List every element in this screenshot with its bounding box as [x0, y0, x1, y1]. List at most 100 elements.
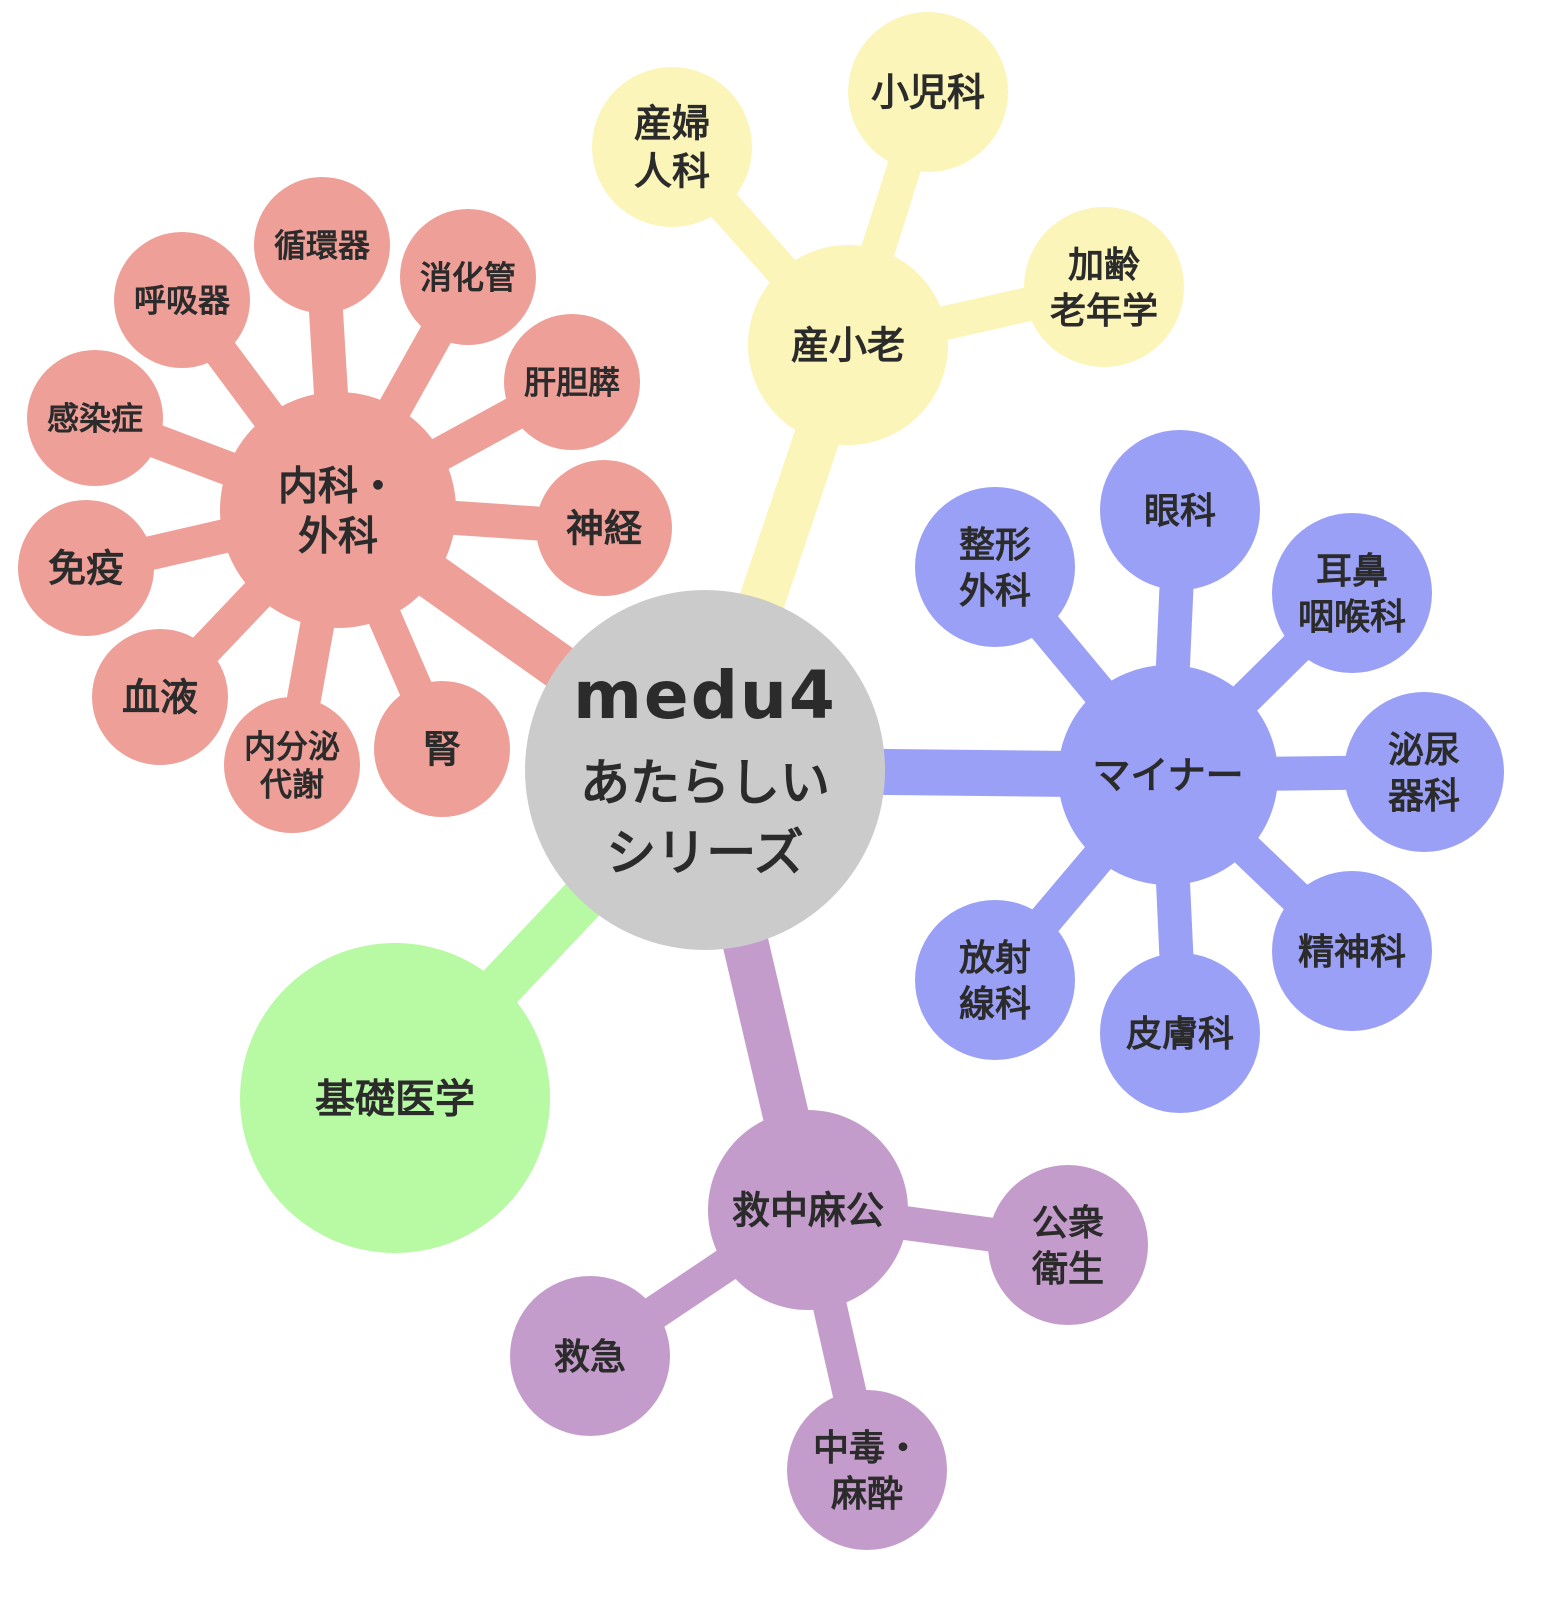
- hub-minor-label: マイナー: [1092, 754, 1243, 798]
- hub-sanshoro-circle: [748, 245, 948, 445]
- leaf-kyuchu-3[interactable]: 中毒・麻酔: [787, 1390, 947, 1550]
- hub-kiso-label: 基礎医学: [315, 1076, 475, 1122]
- leaf-kyuchu-1-label-1: 公衆: [1032, 1203, 1104, 1244]
- leaf-sanshoro-1-label-2: 人科: [634, 150, 710, 194]
- leaf-naika-3[interactable]: 消化管: [400, 209, 536, 345]
- leaf-minor-3-circle: [1272, 513, 1432, 673]
- hub-minor[interactable]: マイナー: [1058, 665, 1278, 885]
- hub-sanshoro[interactable]: 産小老: [748, 245, 948, 445]
- leaf-minor-3-label-2: 咽喉科: [1298, 597, 1406, 638]
- hub-naika-label-1: 内科・: [278, 463, 398, 509]
- leaf-minor-3-label-1: 耳鼻: [1316, 551, 1388, 592]
- leaf-minor-4-label-2: 器科: [1388, 776, 1460, 817]
- leaf-kyuchu-1-circle: [988, 1165, 1148, 1325]
- hub-sanshoro-label: 産小老: [791, 324, 905, 368]
- leaf-minor-7-label-2: 線科: [959, 984, 1031, 1025]
- leaf-minor-2-label: 眼科: [1144, 491, 1216, 532]
- leaf-minor-1-label-1: 整形: [959, 525, 1031, 566]
- hub-minor-circle: [1058, 665, 1278, 885]
- hub-kyuchu-label: 救中麻公: [732, 1189, 884, 1233]
- leaf-sanshoro-2-label: 小児科: [871, 71, 985, 115]
- leaf-naika-1[interactable]: 循環器: [254, 177, 390, 313]
- hub-kyuchu-circle: [708, 1110, 908, 1310]
- leaf-sanshoro-3-circle: [1024, 207, 1184, 367]
- leaf-minor-5-label: 精神科: [1298, 932, 1406, 973]
- leaf-kyuchu-3-label-1: 中毒・: [813, 1428, 921, 1469]
- leaf-minor-2[interactable]: 眼科: [1100, 430, 1260, 590]
- leaf-minor-7-label-1: 放射: [959, 938, 1031, 979]
- leaf-minor-6-circle: [1100, 953, 1260, 1113]
- hub-naika[interactable]: 内科・外科: [220, 392, 456, 628]
- center-label-2: シリーズ: [606, 824, 804, 882]
- center-node-circle: [525, 590, 885, 950]
- leaf-naika-9-label-1: 内分泌: [244, 728, 340, 766]
- leaf-naika-10[interactable]: 腎: [374, 681, 510, 817]
- leaf-minor-1-label-2: 外科: [959, 571, 1031, 612]
- leaf-naika-9-label-2: 代謝: [259, 766, 324, 804]
- leaf-kyuchu-2-label: 救急: [554, 1337, 626, 1378]
- leaf-kyuchu-3-label-2: 麻酔: [831, 1474, 903, 1515]
- leaf-minor-6[interactable]: 皮膚科: [1100, 953, 1260, 1113]
- leaf-naika-1-circle: [254, 177, 390, 313]
- center-label-1: あたらしい: [580, 754, 830, 812]
- node-layer: medu4あたらしいシリーズ内科・外科産小老マイナー救中麻公基礎医学循環器呼吸器…: [18, 12, 1504, 1550]
- leaf-naika-6-circle: [536, 460, 672, 596]
- leaf-naika-6-label: 神経: [566, 507, 643, 551]
- leaf-naika-6[interactable]: 神経: [536, 460, 672, 596]
- leaf-minor-6-label: 皮膚科: [1126, 1014, 1234, 1055]
- leaf-minor-4-circle: [1344, 692, 1504, 852]
- leaf-naika-8-label: 血液: [122, 676, 198, 720]
- leaf-naika-9-circle: [224, 697, 360, 833]
- leaf-naika-2[interactable]: 呼吸器: [114, 232, 250, 368]
- leaf-minor-1-circle: [915, 487, 1075, 647]
- leaf-naika-3-label: 消化管: [420, 259, 516, 297]
- hub-kyuchu[interactable]: 救中麻公: [708, 1110, 908, 1310]
- leaf-naika-1-label: 循環器: [274, 227, 371, 265]
- leaf-naika-10-circle: [374, 681, 510, 817]
- leaf-sanshoro-2-circle: [848, 12, 1008, 172]
- leaf-minor-2-circle: [1100, 430, 1260, 590]
- leaf-sanshoro-1-label-1: 産婦: [634, 102, 710, 146]
- leaf-sanshoro-3-label-2: 老年学: [1050, 290, 1158, 332]
- leaf-naika-5-label: 感染症: [47, 400, 143, 438]
- hub-naika-circle: [220, 392, 456, 628]
- leaf-naika-2-label: 呼吸器: [134, 282, 231, 320]
- leaf-naika-5[interactable]: 感染症: [27, 350, 163, 486]
- leaf-kyuchu-3-circle: [787, 1390, 947, 1550]
- leaf-kyuchu-2-circle: [510, 1276, 670, 1436]
- hub-kiso-circle: [240, 943, 550, 1253]
- leaf-kyuchu-2[interactable]: 救急: [510, 1276, 670, 1436]
- leaf-sanshoro-3-label-1: 加齢: [1068, 245, 1140, 286]
- medu4-logo: medu4: [573, 657, 837, 734]
- leaf-sanshoro-2[interactable]: 小児科: [848, 12, 1008, 172]
- leaf-naika-4[interactable]: 肝胆膵: [504, 314, 640, 450]
- leaf-naika-8[interactable]: 血液: [92, 629, 228, 765]
- leaf-naika-7[interactable]: 免疫: [18, 500, 154, 636]
- hub-naika-label-2: 外科: [298, 513, 378, 559]
- leaf-naika-5-circle: [27, 350, 163, 486]
- leaf-naika-3-circle: [400, 209, 536, 345]
- leaf-naika-10-label: 腎: [423, 728, 461, 772]
- leaf-minor-5-circle: [1272, 871, 1432, 1031]
- hub-kiso[interactable]: 基礎医学: [240, 943, 550, 1253]
- leaf-minor-4-label-1: 泌尿: [1388, 730, 1460, 771]
- leaf-naika-8-circle: [92, 629, 228, 765]
- leaf-naika-2-circle: [114, 232, 250, 368]
- leaf-naika-7-label: 免疫: [48, 547, 124, 591]
- leaf-naika-4-circle: [504, 314, 640, 450]
- leaf-minor-7-circle: [915, 900, 1075, 1060]
- leaf-sanshoro-1-circle: [592, 67, 752, 227]
- leaf-naika-7-circle: [18, 500, 154, 636]
- leaf-naika-4-label: 肝胆膵: [524, 364, 620, 402]
- leaf-minor-5[interactable]: 精神科: [1272, 871, 1432, 1031]
